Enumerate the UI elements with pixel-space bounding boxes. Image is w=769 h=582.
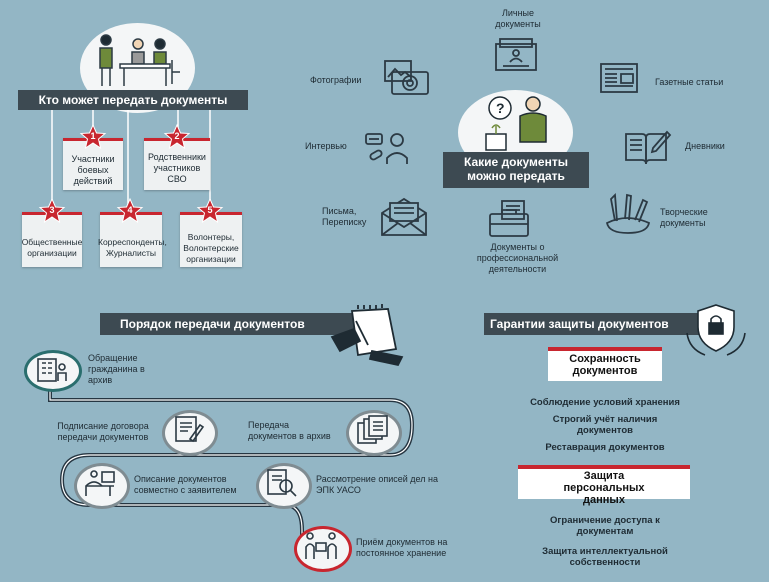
step-4-circle <box>74 463 130 509</box>
privacy-heading-box <box>518 465 690 499</box>
desk-work-icon <box>85 470 115 496</box>
label-professional: Документы о профессиональной деятельност… <box>476 242 559 274</box>
diary-book-icon <box>625 130 672 165</box>
label-interview: Интервью <box>305 141 347 151</box>
label-photos: Фотографии <box>310 75 362 85</box>
what-title-box <box>443 152 589 188</box>
id-card-icon <box>495 38 537 71</box>
star-badge-5 <box>196 197 224 224</box>
label-personal-docs: Личные документы <box>495 8 541 29</box>
newspaper-icon <box>600 63 638 93</box>
step-5-circle <box>256 463 312 509</box>
what-title-line2: можно передать <box>467 169 565 183</box>
what-title-line1: Какие документы <box>464 155 568 169</box>
star-badge-4 <box>116 197 144 224</box>
label-creative: Творческие документы <box>660 207 708 228</box>
shield-lock-hands-icon <box>686 304 746 356</box>
envelope-letter-icon <box>381 197 427 236</box>
label-letters: Письма, Переписку <box>322 206 367 227</box>
step-1-circle <box>24 350 82 392</box>
star-badge-2-num: 2 <box>174 131 180 141</box>
documents-stack-icon <box>357 415 388 444</box>
thinking-person-icon: ? <box>485 96 547 151</box>
hand-signing-icon <box>330 304 404 367</box>
who-label-1: Участники боевых действий <box>71 154 115 186</box>
building-icon <box>37 358 67 382</box>
procedure-title-bar: Порядок передачи документов <box>100 313 378 335</box>
preservation-item-1: Соблюдение условий хранения <box>530 397 680 408</box>
privacy-heading: Защита персональных данных <box>563 470 645 506</box>
people-at-table-icon <box>99 34 180 86</box>
briefcase-docs-icon <box>489 200 529 237</box>
who-label-2: Родственники участников СВО <box>148 152 206 184</box>
star-badge-3 <box>38 197 66 224</box>
label-diaries: Дневники <box>685 141 725 151</box>
guarantees-title-bar: Гарантии защиты документов <box>484 313 705 335</box>
step-5-label: Рассмотрение описей дел на ЭПК УАСО <box>316 474 438 495</box>
step-3-label: Передача документов в архив <box>248 420 331 441</box>
who-label-3: Общественные организации <box>21 237 83 258</box>
svg-text:?: ? <box>496 100 505 116</box>
who-label-5: Волонтеры, Волонтерские организации <box>183 232 239 264</box>
star-badge-4-num: 4 <box>127 205 133 215</box>
who-label-4: Корреспонденты, Журналисты <box>98 237 167 258</box>
step-1-label: Обращение гражданина в архив <box>88 353 145 385</box>
star-badge-3-num: 3 <box>49 205 55 215</box>
step-6-circle <box>294 526 352 572</box>
creative-tools-icon <box>605 192 651 234</box>
star-badge-1-num: 1 <box>90 131 96 141</box>
interview-icon <box>365 133 408 164</box>
step-2-label: Подписание договора передачи документов <box>57 421 149 442</box>
privacy-item-1: Ограничение доступа к документам <box>550 515 660 537</box>
label-newspaper: Газетные статьи <box>655 77 724 87</box>
handover-boxes-icon <box>305 532 337 559</box>
privacy-item-2: Защита интеллектуальной собственности <box>542 546 668 568</box>
preservation-heading-box <box>548 347 662 381</box>
preservation-item-3: Реставрация документов <box>545 442 665 453</box>
star-badge-5-num: 5 <box>207 205 213 215</box>
preservation-item-2: Строгий учёт наличия документов <box>552 414 658 436</box>
who-title-bar: Кто может передать документы <box>18 90 248 110</box>
preservation-heading: Сохранность документов <box>569 353 641 377</box>
magnifier-document-icon <box>267 469 297 497</box>
step-6-label: Приём документов на постоянное хранение <box>356 537 448 558</box>
signing-contract-icon <box>175 416 205 443</box>
star-badge-1 <box>79 123 107 150</box>
camera-icon <box>384 60 429 95</box>
star-badge-2 <box>163 123 191 150</box>
step-4-label: Описание документов совместно с заявител… <box>134 474 237 495</box>
